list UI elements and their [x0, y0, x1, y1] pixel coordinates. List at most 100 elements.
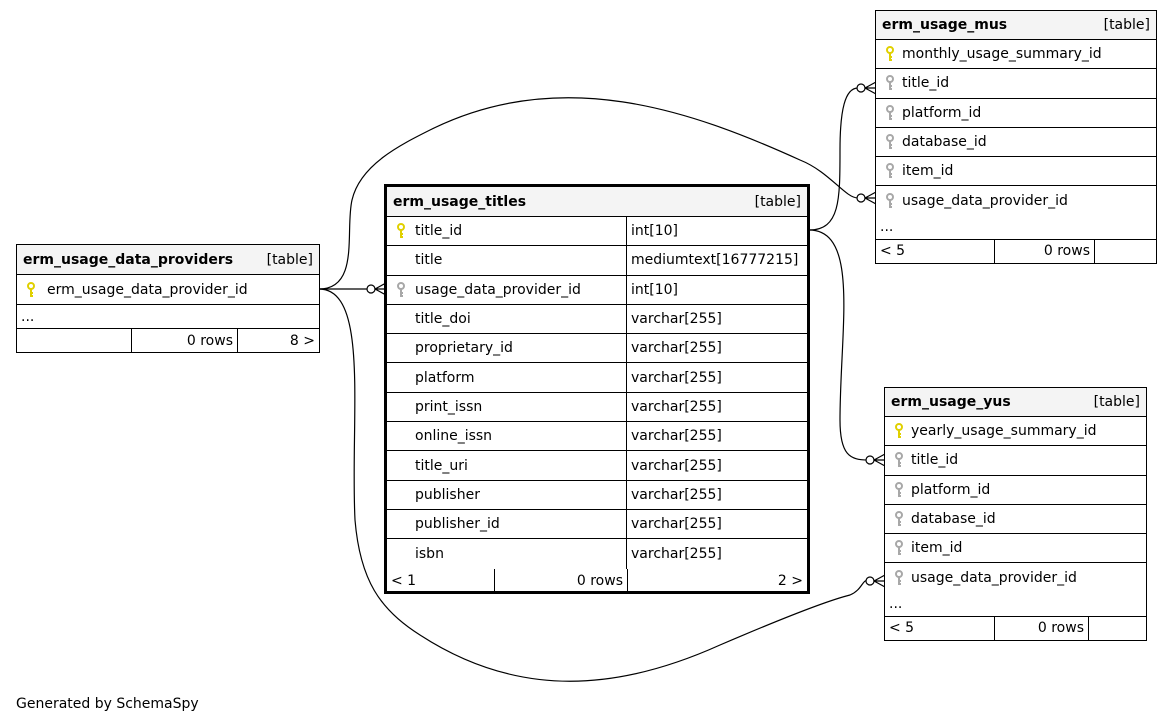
footer-row-count: 0 rows — [995, 239, 1095, 263]
column-name: database_id — [911, 511, 996, 528]
table-type-label: [table] — [266, 251, 313, 268]
crowsfoot — [864, 191, 877, 205]
column-name: publisher_id — [415, 516, 500, 533]
table-footer: < 5 0 rows — [876, 239, 1156, 263]
column-name: title_id — [911, 452, 959, 469]
column-row[interactable]: database_id — [885, 505, 1146, 535]
column-name: monthly_usage_summary_id — [902, 46, 1102, 63]
table-erm-usage-titles[interactable]: erm_usage_titles [table] title_id int[10]… — [384, 184, 810, 594]
column-name: item_id — [911, 540, 963, 557]
table-name: erm_usage_yus — [891, 394, 1011, 410]
column-row[interactable]: title_id — [885, 446, 1146, 476]
column-type: varchar[255] — [631, 398, 722, 415]
table-name: erm_usage_mus — [882, 17, 1008, 33]
table-header: erm_usage_data_providers [table] — [17, 245, 319, 275]
column-name: platform_id — [911, 481, 991, 498]
table-name: erm_usage_titles — [393, 193, 527, 210]
column-row[interactable]: usage_data_provider_id — [876, 186, 1156, 215]
foreign-key-icon — [882, 104, 898, 121]
column-row[interactable]: title mediumtext[16777215] — [387, 246, 807, 276]
crowsfoot — [873, 453, 886, 467]
footer-parents[interactable]: < 1 — [387, 568, 495, 593]
more-indicator: ... — [880, 219, 894, 236]
more-columns: ... — [885, 593, 1146, 617]
column-type: varchar[255] — [631, 516, 722, 533]
column-name: title — [415, 252, 443, 269]
footer-parents[interactable]: < 5 — [876, 239, 995, 263]
table-erm-usage-mus[interactable]: erm_usage_mus [table] monthly_usage_summ… — [875, 10, 1157, 264]
foreign-key-icon — [891, 481, 907, 498]
crowsfoot-circle — [856, 83, 866, 93]
table-type-label: [table] — [754, 193, 801, 210]
column-type: mediumtext[16777215] — [631, 252, 799, 269]
column-name: publisher — [415, 486, 480, 503]
column-row[interactable]: usage_data_provider_id — [885, 563, 1146, 592]
footer-children[interactable] — [1089, 617, 1146, 640]
column-type: int[10] — [631, 223, 678, 240]
column-row[interactable]: platform_id — [876, 99, 1156, 128]
crowsfoot-circle — [366, 284, 376, 294]
column-row[interactable]: monthly_usage_summary_id — [876, 40, 1156, 70]
foreign-key-icon — [891, 511, 907, 527]
crowsfoot-circle — [865, 576, 875, 586]
foreign-key-icon — [882, 193, 898, 209]
table-header: erm_usage_mus [table] — [876, 11, 1156, 40]
table-footer: 0 rows 8 > — [17, 329, 319, 353]
column-name: title_id — [415, 223, 463, 240]
column-name: isbn — [415, 545, 444, 562]
column-row[interactable]: item_id — [876, 157, 1156, 187]
table-footer: < 5 0 rows — [885, 616, 1146, 640]
column-name: platform_id — [902, 104, 982, 121]
primary-key-icon — [393, 223, 409, 239]
table-erm-usage-data-providers[interactable]: erm_usage_data_providers [table] erm_usa… — [16, 244, 320, 353]
column-name: title_doi — [415, 311, 471, 328]
column-row[interactable]: publisher varchar[255] — [387, 480, 807, 510]
column-row[interactable]: title_id — [876, 69, 1156, 99]
foreign-key-icon — [891, 452, 907, 468]
primary-key-icon — [23, 281, 39, 298]
column-row[interactable]: item_id — [885, 534, 1146, 564]
column-type: varchar[255] — [631, 340, 722, 357]
footer-children[interactable]: 8 > — [289, 333, 315, 349]
relation-providers-yus — [318, 288, 869, 682]
table-header: erm_usage_titles [table] — [387, 187, 807, 217]
column-row[interactable]: platform_id — [885, 476, 1146, 505]
footer-parents[interactable] — [17, 329, 132, 353]
foreign-key-icon — [891, 540, 907, 556]
footer-row-count: 0 rows — [495, 568, 628, 593]
footer-children[interactable]: 2 > — [777, 572, 803, 589]
footer-parents[interactable]: < 5 — [885, 616, 995, 640]
foreign-key-icon — [882, 75, 898, 91]
relation-titles-mus — [808, 87, 859, 231]
column-row[interactable]: title_id int[10] — [387, 217, 807, 247]
table-footer: < 1 0 rows 2 > — [387, 568, 807, 593]
column-row[interactable]: erm_usage_data_provider_id — [17, 275, 319, 305]
column-name: yearly_usage_summary_id — [911, 423, 1097, 440]
column-type: varchar[255] — [631, 545, 722, 562]
column-row[interactable]: isbn varchar[255] — [387, 539, 807, 569]
table-erm-usage-yus[interactable]: erm_usage_yus [table] yearly_usage_summa… — [884, 387, 1147, 641]
column-type: varchar[255] — [631, 486, 722, 503]
column-name: usage_data_provider_id — [415, 281, 581, 298]
column-name: usage_data_provider_id — [902, 193, 1068, 210]
column-row[interactable]: database_id — [876, 128, 1156, 158]
column-name: online_issn — [415, 428, 493, 445]
primary-key-icon — [882, 46, 898, 62]
more-indicator: ... — [889, 596, 903, 613]
column-name: usage_data_provider_id — [911, 570, 1077, 587]
column-type: varchar[255] — [631, 457, 722, 474]
column-row[interactable]: publisher_id varchar[255] — [387, 509, 807, 540]
column-row[interactable]: yearly_usage_summary_id — [885, 417, 1146, 447]
footer-children[interactable] — [1095, 240, 1156, 263]
foreign-key-icon — [891, 570, 907, 586]
column-type: varchar[255] — [631, 369, 722, 386]
column-name: title_id — [902, 75, 950, 92]
table-type-label: [table] — [1093, 394, 1140, 410]
